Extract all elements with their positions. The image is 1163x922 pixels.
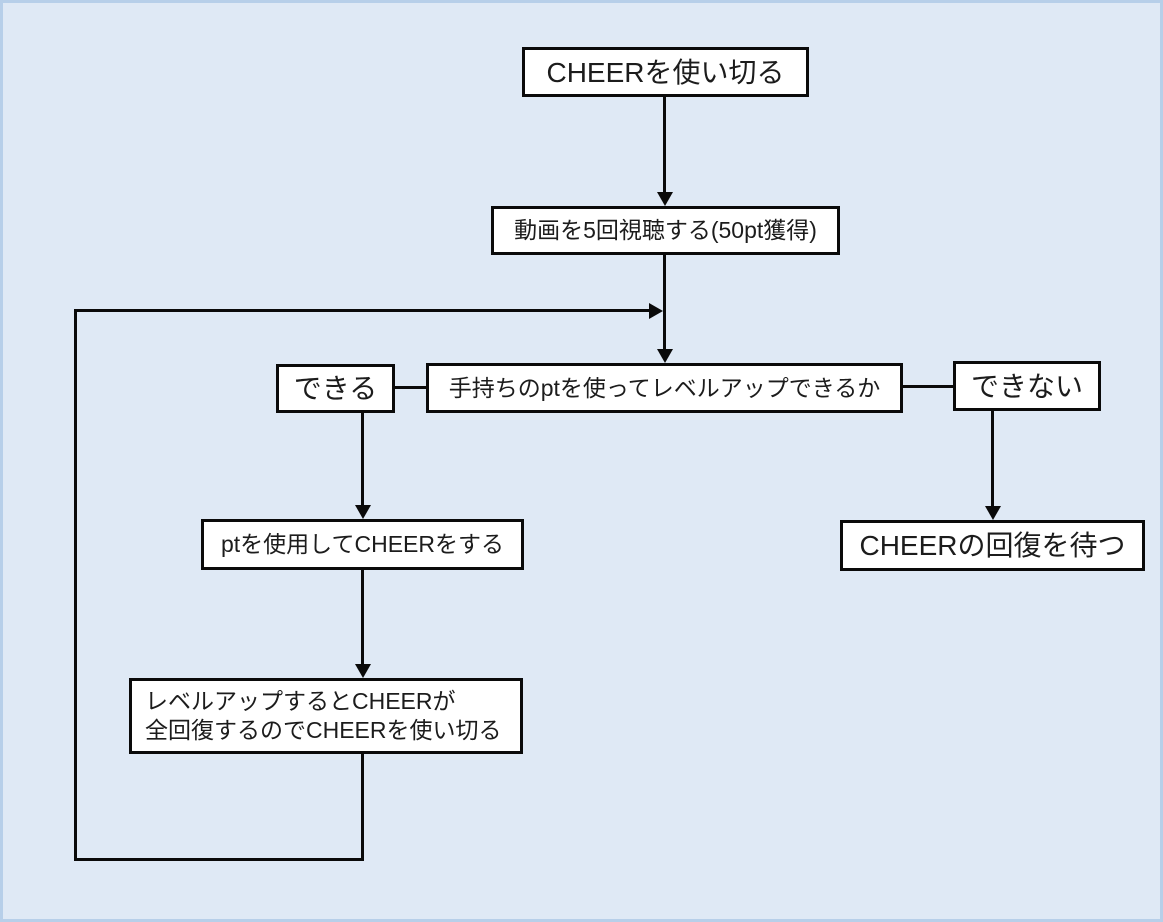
edge-start-to-watch-line: [663, 97, 666, 193]
edge-loopback-bottom-line: [74, 858, 364, 861]
node-can-label: できる: [293, 373, 378, 404]
arrowhead-down-into-decision: [657, 349, 673, 363]
node-levelup-check: 手持ちのptを使ってレベルアップできるか: [426, 363, 903, 413]
edge-watch-to-decision-line: [663, 255, 666, 350]
edge-loopback-left-line: [74, 309, 77, 861]
edge-can-to-cheer-line: [361, 413, 364, 506]
node-watch-videos-label: 動画を5回視聴する(50pt獲得): [514, 217, 817, 244]
node-cheer-with-pt-label: ptを使用してCHEERをする: [220, 531, 504, 558]
edge-decision-to-can-line: [395, 386, 426, 389]
node-wait-recovery-label: CHEERの回復を待つ: [859, 530, 1126, 561]
node-use-up-cheer-label: CHEERを使い切る: [546, 56, 785, 88]
arrowhead-down-into-levelup: [355, 664, 371, 678]
node-levelup-check-label: 手持ちのptを使ってレベルアップできるか: [448, 374, 881, 401]
arrowhead-down-into-watch: [657, 192, 673, 206]
edge-decision-to-cannot-line: [903, 385, 953, 388]
edge-loopback-down-line: [361, 754, 364, 861]
node-cannot-label: できない: [970, 370, 1083, 402]
edge-cheer-to-levelup-line: [361, 570, 364, 665]
node-levelup-recover-line2: 全回復するのでCHEERを使い切る: [145, 717, 502, 743]
arrowhead-down-into-cheer: [355, 505, 371, 519]
node-watch-videos: 動画を5回視聴する(50pt獲得): [491, 206, 840, 255]
node-levelup-recover-line1: レベルアップするとCHEERが: [145, 688, 456, 715]
node-can: できる: [276, 364, 395, 413]
edge-loopback-top-line: [74, 309, 650, 312]
node-cannot: できない: [953, 361, 1101, 411]
node-levelup-recover-label: レベルアップするとCHEERが 全回復するのでCHEERを使い切る: [145, 687, 502, 745]
node-use-up-cheer: CHEERを使い切る: [522, 47, 809, 97]
node-levelup-recover: レベルアップするとCHEERが 全回復するのでCHEERを使い切る: [129, 678, 523, 754]
node-wait-recovery: CHEERの回復を待つ: [840, 520, 1145, 571]
arrowhead-right-loopback-junction: [649, 303, 663, 319]
edge-cannot-to-wait-line: [991, 411, 994, 507]
arrowhead-down-into-wait: [985, 506, 1001, 520]
node-cheer-with-pt: ptを使用してCHEERをする: [201, 519, 524, 570]
